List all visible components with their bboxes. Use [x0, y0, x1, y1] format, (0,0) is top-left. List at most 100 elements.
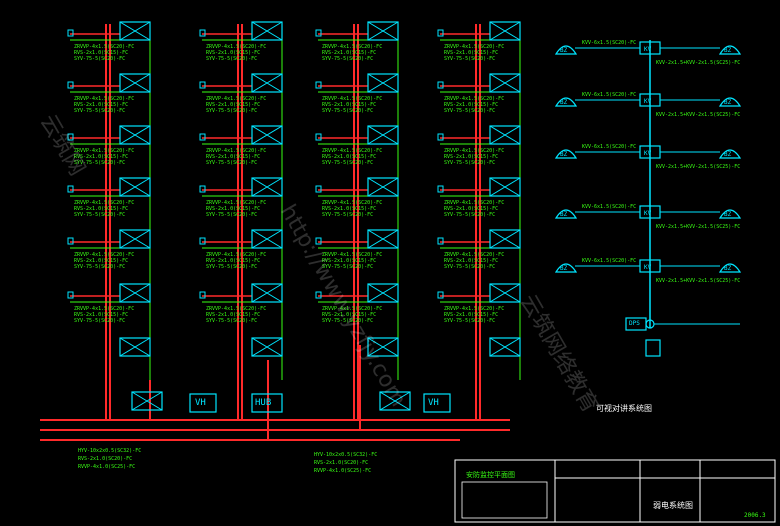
- junction-box-r4-c1: [251, 229, 283, 249]
- junction-box-r2-c1-diag-b: [251, 125, 283, 145]
- distribution-box-c2-diag-b: [367, 337, 399, 357]
- terminal-r0-c0: [67, 29, 74, 37]
- floor-cable-label-r1-c3-1: RVS-2x1.0(SC15)-FC: [444, 102, 498, 108]
- junction-box-r3-c0: [119, 177, 151, 197]
- kv-label-4: KV: [644, 264, 652, 271]
- floor-cable-label-r3-c1-2: SYV-75-5(SC20)-FC: [206, 212, 257, 218]
- intercom-cable-alt-1: KVV-2x1.5+KVV-2x1.5(SC25)-FC: [656, 112, 740, 118]
- floor-cable-label-r1-c0-2: SYV-75-5(SC20)-FC: [74, 108, 125, 114]
- vh-box-1: [189, 393, 217, 413]
- junction-box-r3-c0-diag-b: [119, 177, 151, 197]
- terminal-r3-c2: [315, 185, 322, 193]
- junction-box-r4-c3: [489, 229, 521, 249]
- floor-cable-label-r1-c1-0: ZRVVP-4x1.5(SC20)-FC: [206, 96, 266, 102]
- junction-box-r0-c0-diag-b: [119, 21, 151, 41]
- terminal-r1-c0: [67, 81, 74, 89]
- bottom-cable-label-b-1: RVS-2x1.0(SC20)-FC: [314, 460, 368, 466]
- vh-label-1: VH: [195, 398, 206, 408]
- floor-cable-label-r5-c3-1: RVS-2x1.0(SC15)-FC: [444, 312, 498, 318]
- intercom-cable-label-1: KVV-6x1.5(SC20)-FC: [582, 92, 636, 98]
- bz-left-4: BZ: [560, 265, 568, 272]
- floor-cable-label-r2-c2-0: ZRVVP-4x1.5(SC20)-FC: [322, 148, 382, 154]
- terminal-r0-c2: [315, 29, 322, 37]
- floor-cable-label-r3-c0-2: SYV-75-5(SC20)-FC: [74, 212, 125, 218]
- intercom-system-title: 可视对讲系统图: [596, 404, 652, 413]
- floor-cable-label-r0-c0-2: SYV-75-5(SC20)-FC: [74, 56, 125, 62]
- terminal-r0-c1: [199, 29, 206, 37]
- terminal-r5-c0: [67, 291, 74, 299]
- junction-box-r2-c0: [119, 125, 151, 145]
- junction-box-r5-c3: [489, 283, 521, 303]
- floor-cable-label-r3-c3-1: RVS-2x1.0(SC15)-FC: [444, 206, 498, 212]
- floor-cable-label-r0-c0-1: RVS-2x1.0(SC15)-FC: [74, 50, 128, 56]
- bz-left-3: BZ: [560, 211, 568, 218]
- terminal-r5-c1: [199, 291, 206, 299]
- floor-cable-label-r0-c2-0: ZRVVP-4x1.5(SC20)-FC: [322, 44, 382, 50]
- junction-box-r4-c0: [119, 229, 151, 249]
- terminal-r5-c2: [315, 291, 322, 299]
- kv-label-2: KV: [644, 150, 652, 157]
- handset-left-3: [554, 209, 578, 219]
- handset-left-0: [554, 45, 578, 55]
- floor-cable-label-r4-c2-0: ZRVVP-4x1.5(SC20)-FC: [322, 252, 382, 258]
- switch-box-right-diag-b: [379, 391, 411, 411]
- floor-cable-label-r5-c2-1: RVS-2x1.0(SC15)-FC: [322, 312, 376, 318]
- junction-box-r3-c3: [489, 177, 521, 197]
- terminal-r3-c0: [67, 185, 74, 193]
- floor-cable-label-r4-c0-2: SYV-75-5(SC20)-FC: [74, 264, 125, 270]
- floor-cable-label-r1-c1-2: SYV-75-5(SC20)-FC: [206, 108, 257, 114]
- floor-cable-label-r4-c2-2: SYV-75-5(SC20)-FC: [322, 264, 373, 270]
- floor-cable-label-r1-c1-1: RVS-2x1.0(SC15)-FC: [206, 102, 260, 108]
- junction-box-r0-c1: [251, 21, 283, 41]
- bz-right-0: BZ: [724, 47, 732, 54]
- intercom-cable-alt-2: KVV-2x1.5+KVV-2x1.5(SC25)-FC: [656, 164, 740, 170]
- title-block-frame: [454, 459, 776, 523]
- terminal-r4-c1: [199, 237, 206, 245]
- terminal-r1-c2: [315, 81, 322, 89]
- junction-box-r0-c2-diag-b: [367, 21, 399, 41]
- handset-right-0: [718, 45, 742, 55]
- floor-cable-label-r0-c3-2: SYV-75-5(SC20)-FC: [444, 56, 495, 62]
- switch-box-right: [379, 391, 411, 411]
- intercom-cable-label-4: KVV-6x1.5(SC20)-FC: [582, 258, 636, 264]
- distribution-box-c3-diag-b: [489, 337, 521, 357]
- handset-right-4: [718, 263, 742, 273]
- junction-box-r1-c1: [251, 73, 283, 93]
- terminal-r4-c2: [315, 237, 322, 245]
- junction-box-r1-c0-diag-b: [119, 73, 151, 93]
- floor-cable-label-r4-c1-0: ZRVVP-4x1.5(SC20)-FC: [206, 252, 266, 258]
- floor-cable-label-r5-c1-2: SYV-75-5(SC20)-FC: [206, 318, 257, 324]
- junction-box-r5-c0: [119, 283, 151, 303]
- switch-box-left-diag-b: [131, 391, 163, 411]
- bz-right-4: BZ: [724, 265, 732, 272]
- junction-box-r4-c0-diag-b: [119, 229, 151, 249]
- floor-cable-label-r2-c1-0: ZRVVP-4x1.5(SC20)-FC: [206, 148, 266, 154]
- junction-box-r4-c1-diag-b: [251, 229, 283, 249]
- kv-label-1: KV: [644, 98, 652, 105]
- floor-cable-label-r0-c0-0: ZRVVP-4x1.5(SC20)-FC: [74, 44, 134, 50]
- bottom-cable-label-b-0: HYV-10x2x0.5(SC32)-FC: [314, 452, 377, 458]
- floor-cable-label-r2-c1-1: RVS-2x1.0(SC15)-FC: [206, 154, 260, 160]
- terminal-r0-c3: [437, 29, 444, 37]
- floor-cable-label-r3-c3-2: SYV-75-5(SC20)-FC: [444, 212, 495, 218]
- junction-box-r2-c2: [367, 125, 399, 145]
- junction-box-r5-c3-diag-b: [489, 283, 521, 303]
- floor-cable-label-r2-c2-2: SYV-75-5(SC20)-FC: [322, 160, 373, 166]
- floor-cable-label-r3-c2-2: SYV-75-5(SC20)-FC: [322, 212, 373, 218]
- junction-box-r2-c3: [489, 125, 521, 145]
- junction-box-r0-c3: [489, 21, 521, 41]
- bottom-cable-label-1: RVS-2x1.0(SC20)-FC: [78, 456, 132, 462]
- terminal-r2-c0: [67, 133, 74, 141]
- terminal-r3-c3: [437, 185, 444, 193]
- terminal-r1-c1: [199, 81, 206, 89]
- junction-box-r3-c2-diag-b: [367, 177, 399, 197]
- terminal-r3-c1: [199, 185, 206, 193]
- floor-cable-label-r4-c3-0: ZRVVP-4x1.5(SC20)-FC: [444, 252, 504, 258]
- floor-cable-label-r5-c0-1: RVS-2x1.0(SC15)-FC: [74, 312, 128, 318]
- terminal-r4-c3: [437, 237, 444, 245]
- distribution-box-c1-diag-b: [251, 337, 283, 357]
- junction-box-r2-c3-diag-b: [489, 125, 521, 145]
- floor-cable-label-r3-c0-1: RVS-2x1.0(SC15)-FC: [74, 206, 128, 212]
- handset-left-4: [554, 263, 578, 273]
